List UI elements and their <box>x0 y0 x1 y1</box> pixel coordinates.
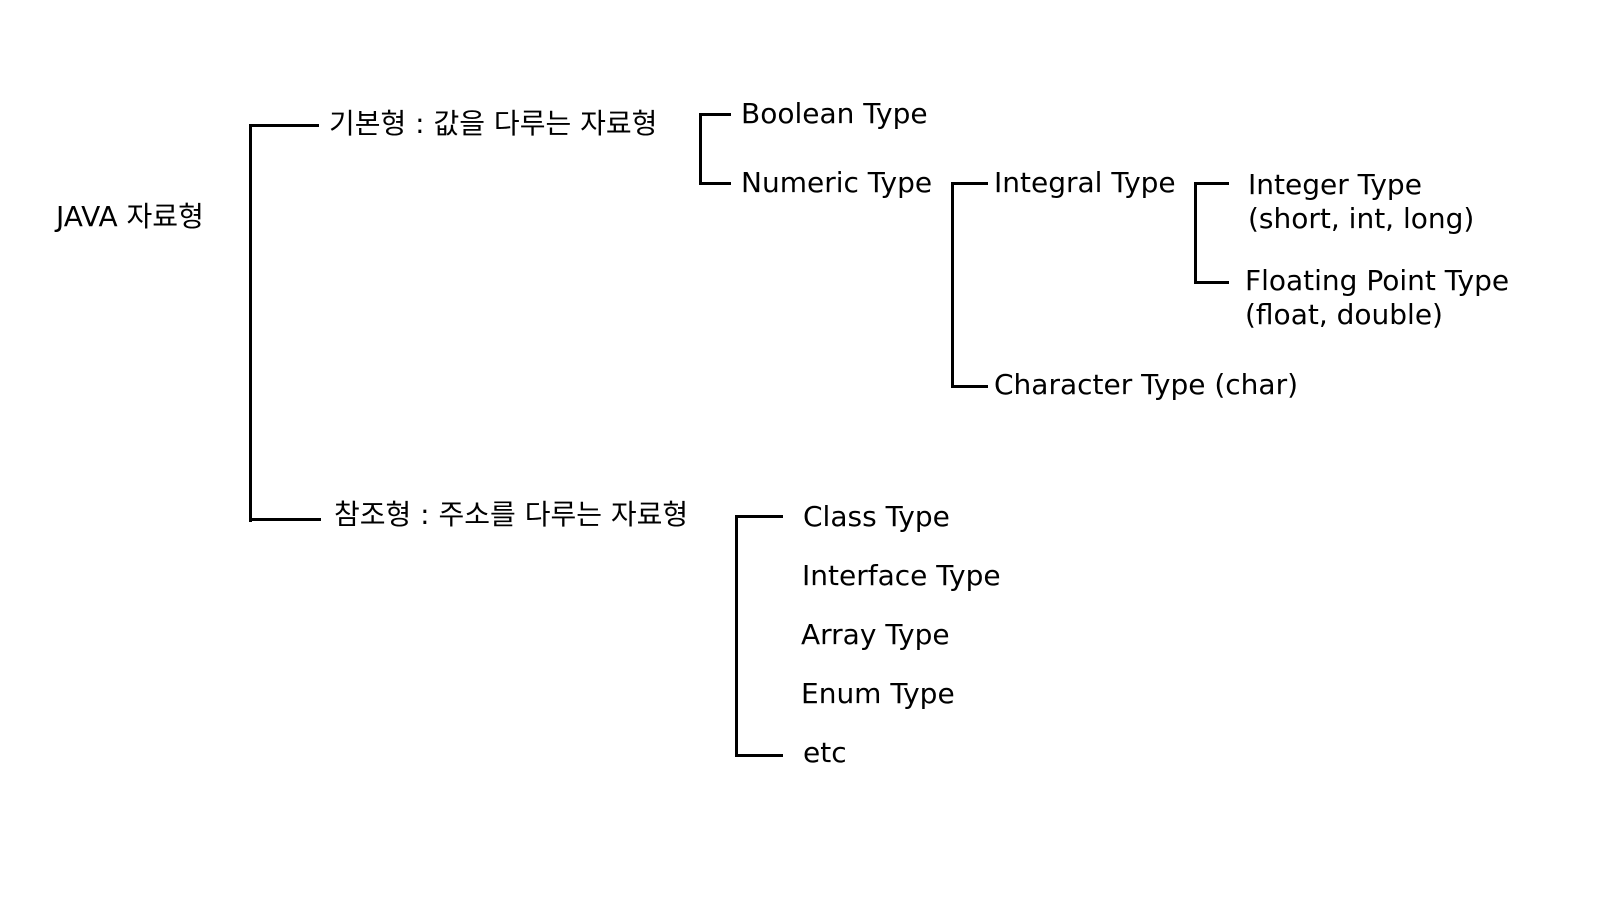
class-type-label: Class Type <box>803 500 950 533</box>
root-bracket-vertical <box>249 124 252 522</box>
numeric-bracket-top <box>951 182 988 185</box>
primitive-bracket-vertical <box>699 113 702 185</box>
primitive-type-label: 기본형 : 값을 다루는 자료형 <box>329 107 658 140</box>
reference-bracket-top <box>735 515 783 518</box>
etc-type-label: etc <box>803 736 847 769</box>
array-type-label: Array Type <box>801 618 950 651</box>
enum-type-label: Enum Type <box>801 677 955 710</box>
root-bracket-bottom <box>249 518 321 521</box>
boolean-type-label: Boolean Type <box>741 97 928 130</box>
numeric-bracket-vertical <box>951 182 954 388</box>
root-label: JAVA 자료형 <box>56 200 204 233</box>
integral-bracket-bottom <box>1194 281 1229 284</box>
interface-type-label: Interface Type <box>802 559 1001 592</box>
numeric-type-label: Numeric Type <box>741 166 933 199</box>
primitive-bracket-bottom <box>699 182 731 185</box>
integral-type-label: Integral Type <box>994 166 1176 199</box>
root-bracket-top <box>249 124 319 127</box>
integral-bracket-top <box>1194 182 1229 185</box>
reference-bracket-vertical <box>735 515 738 757</box>
floating-point-type-label: Floating Point Type (float, double) <box>1245 264 1510 331</box>
character-type-label: Character Type (char) <box>994 368 1299 401</box>
reference-bracket-bottom <box>735 754 783 757</box>
primitive-bracket-top <box>699 113 731 116</box>
numeric-bracket-bottom <box>951 385 988 388</box>
integral-bracket-vertical <box>1194 182 1197 284</box>
reference-type-label: 참조형 : 주소를 다루는 자료형 <box>334 498 689 531</box>
integer-type-label: Integer Type (short, int, long) <box>1248 168 1475 235</box>
